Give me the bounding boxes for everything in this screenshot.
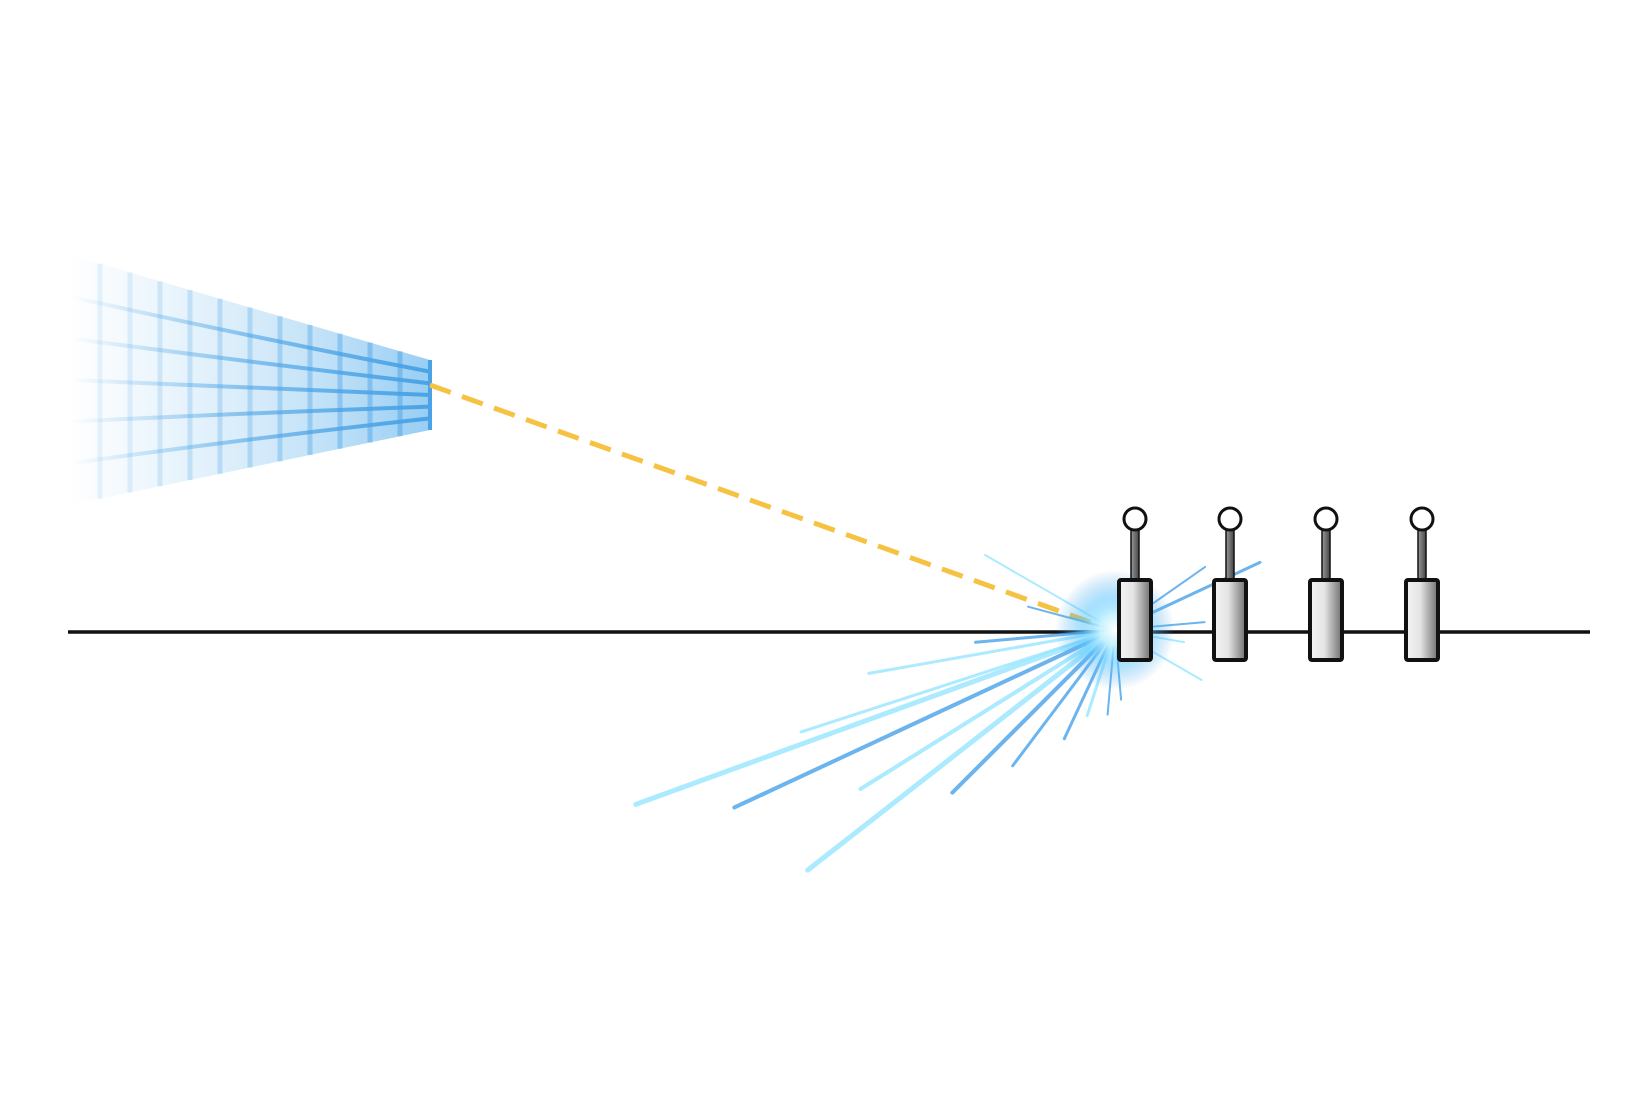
burst-glow (1055, 570, 1175, 690)
sensor-body (1404, 578, 1440, 662)
sensor-body (1117, 578, 1153, 662)
radiating-panel-icon (69, 255, 432, 505)
burst-ray (633, 627, 1118, 807)
light-burst-icon (633, 554, 1262, 873)
burst-ray (732, 628, 1117, 810)
sensor-body (1212, 578, 1248, 662)
sensor-body (1308, 578, 1344, 662)
beam-dashed-line (429, 382, 1113, 633)
sensor-knob (1217, 506, 1243, 532)
panel-row-line (69, 416, 431, 466)
sensor-row (1117, 506, 1440, 662)
sensor-stem (1417, 529, 1427, 583)
sensor-knob (1122, 506, 1148, 532)
sensor-post-icon (1404, 506, 1440, 662)
sensor-stem (1130, 529, 1140, 583)
panel-row-line (69, 294, 431, 374)
sensor-stem (1321, 529, 1331, 583)
panel-grid-rows (69, 294, 431, 466)
sensor-post-icon (1212, 506, 1248, 662)
sensor-post-icon (1308, 506, 1344, 662)
panel-row-line (69, 404, 431, 424)
sensor-knob (1409, 506, 1435, 532)
sensor-post-icon (1117, 506, 1153, 662)
sensor-knob (1313, 506, 1339, 532)
panel-grid-columns (97, 263, 432, 499)
panel-row-line (69, 336, 431, 386)
sensor-stem (1225, 529, 1235, 583)
burst-ray (805, 627, 1118, 873)
panel-row-line (69, 378, 431, 397)
